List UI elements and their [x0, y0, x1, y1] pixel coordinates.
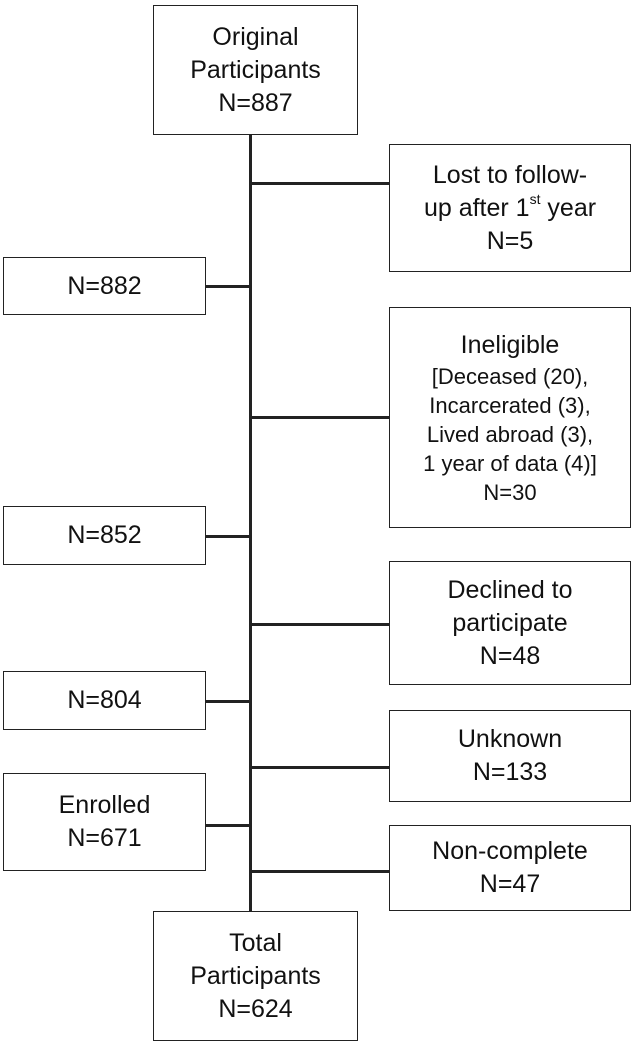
enrolled-count: N=671 — [67, 824, 142, 852]
remaining-852-box: N=852 — [3, 506, 206, 565]
unknown-count: N=133 — [472, 758, 548, 786]
remaining-804-box: N=804 — [3, 671, 206, 730]
lost-line2: up after 1st year — [424, 192, 596, 225]
connector-declined — [251, 623, 389, 626]
ineligible-count: N=30 — [483, 479, 537, 505]
remaining-804-count: N=804 — [67, 686, 142, 714]
lost-line1: Lost to follow- — [432, 160, 588, 189]
enrolled-label: Enrolled — [58, 791, 151, 819]
remaining-882-count: N=882 — [67, 271, 142, 300]
lost-line2-sup: st — [529, 191, 541, 208]
declined-line1: Declined to — [447, 575, 573, 604]
connector-remaining-804 — [206, 700, 249, 703]
total-count: N=624 — [218, 994, 293, 1023]
unknown-box: Unknown N=133 — [389, 710, 631, 802]
total-line1: Total — [229, 928, 282, 957]
declined-line2: participate — [452, 608, 568, 637]
original-line1: Original — [212, 22, 299, 51]
lost-to-followup-box: Lost to follow- up after 1st year N=5 — [389, 144, 631, 272]
remaining-852-count: N=852 — [67, 521, 142, 549]
original-participants-box: Original Participants N=887 — [153, 5, 358, 135]
main-flow-line — [249, 135, 252, 911]
total-participants-box: Total Participants N=624 — [153, 911, 358, 1041]
connector-remaining-882 — [206, 285, 249, 288]
noncomplete-box: Non-complete N=47 — [389, 825, 631, 911]
original-line2: Participants — [190, 55, 321, 84]
ineligible-reason-abroad: Lived abroad (3), — [426, 421, 594, 447]
original-count: N=887 — [218, 88, 293, 117]
ineligible-reason-data: 1 year of data (4)] — [423, 450, 597, 476]
ineligible-title: Ineligible — [460, 330, 560, 359]
connector-noncomplete — [251, 870, 389, 873]
ineligible-box: Ineligible [Deceased (20), Incarcerated … — [389, 307, 631, 528]
remaining-882-box: N=882 — [3, 257, 206, 315]
noncomplete-count: N=47 — [479, 870, 541, 898]
lost-line2-post: year — [540, 193, 597, 222]
connector-unknown — [251, 766, 389, 769]
lost-line2-pre: up after 1 — [423, 193, 530, 222]
ineligible-reason-deceased: [Deceased (20), — [431, 363, 589, 389]
ineligible-reason-incarcerated: Incarcerated (3), — [429, 392, 591, 418]
declined-box: Declined to participate N=48 — [389, 561, 631, 685]
total-line2: Participants — [190, 961, 321, 990]
declined-count: N=48 — [479, 641, 541, 670]
connector-remaining-852 — [206, 535, 249, 538]
unknown-label: Unknown — [457, 725, 563, 753]
connector-lost — [251, 182, 389, 185]
connector-ineligible — [251, 416, 389, 419]
connector-enrolled — [206, 824, 249, 827]
lost-count: N=5 — [486, 226, 534, 255]
enrolled-box: Enrolled N=671 — [3, 773, 206, 871]
noncomplete-label: Non-complete — [432, 837, 588, 865]
